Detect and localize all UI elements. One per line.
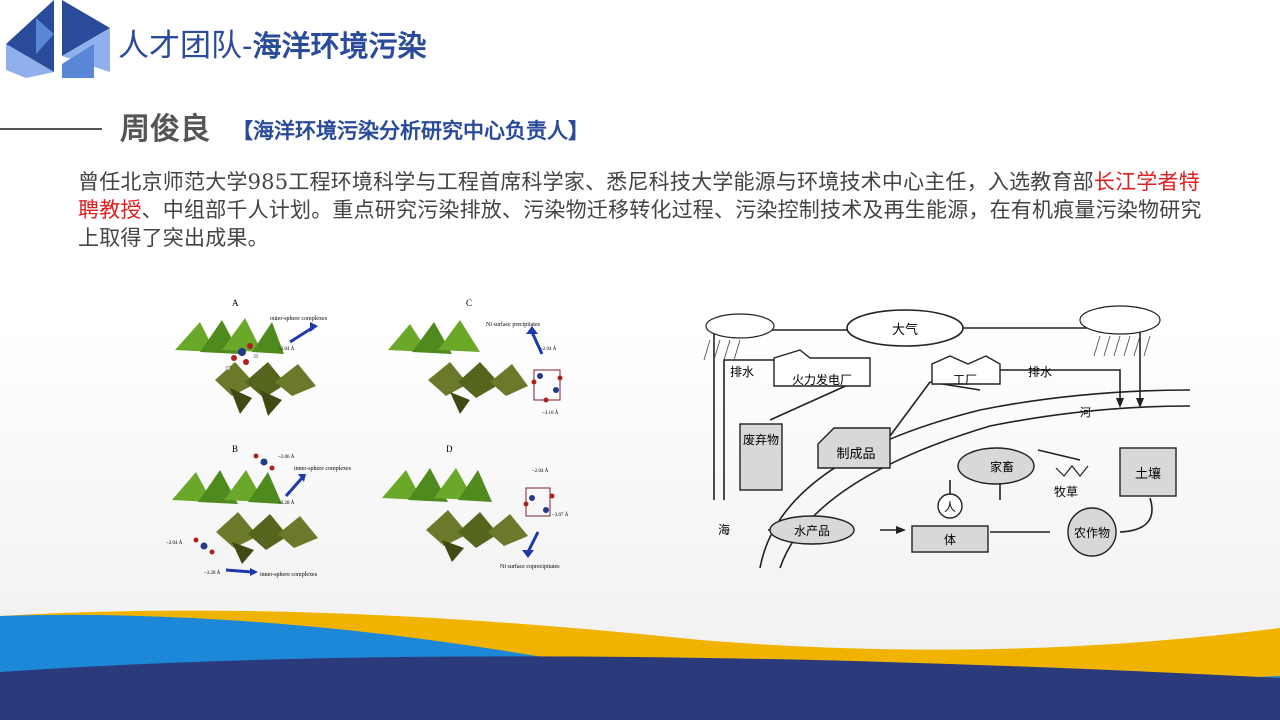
crops-label: 农作物 <box>1074 526 1110 540</box>
pollution-cycle-diagram: 大气 火力发电厂 工厂 排水 排水 河 废弃物 制成品 家畜 牧草 土壤 人 体… <box>703 305 1191 569</box>
soil-node <box>1119 447 1177 497</box>
distance-label: ~3.07 Å <box>552 512 569 518</box>
panel-b-label: B <box>232 444 238 454</box>
person-bio: 曾任北京师范大学985工程环境科学与工程首席科学家、悉尼科技大学能源与环境技术中… <box>78 168 1218 252</box>
bio-text-1: 曾任北京师范大学985工程环境科学与工程首席科学家、悉尼科技大学能源与环境技术中… <box>78 170 1094 194</box>
crops-node <box>1067 507 1117 557</box>
title-prefix: 人才团队- <box>118 28 253 64</box>
pasture-label: 牧草 <box>1054 485 1078 499</box>
human-head <box>937 493 963 519</box>
inner-sphere-label-top: inner-sphere complexes <box>294 466 352 472</box>
molecular-complex-figure: A outer-sphere complexes ~2.04 Å C <box>166 298 569 578</box>
panel-c-structure <box>388 320 563 414</box>
drain-right-label: 排水 <box>1028 365 1052 379</box>
panel-a-label: A <box>232 298 239 308</box>
atmosphere-label: 大气 <box>892 322 918 338</box>
livestock-node <box>957 447 1035 485</box>
inner-sphere-label-bottom: inner-sphere complexes <box>260 572 318 578</box>
atmosphere-node <box>846 309 964 347</box>
aquatic-node <box>769 515 855 545</box>
livestock-label: 家畜 <box>990 459 1014 474</box>
river-label: 河 <box>1080 406 1091 419</box>
distance-label: ~3.28 Å <box>278 500 295 506</box>
panel-c-label: C <box>466 298 472 308</box>
bottom-decoration <box>0 610 1280 720</box>
products-label: 制成品 <box>836 447 875 462</box>
waste-label: 废弃物 <box>743 432 779 447</box>
power-plant-label: 火力发电厂 <box>792 372 852 387</box>
divider-line <box>0 128 102 130</box>
panel-d-label: D <box>446 444 453 454</box>
factory-label: 工厂 <box>953 373 977 387</box>
human-body <box>911 525 989 553</box>
distance-label: ~3.10 Å <box>542 410 559 416</box>
person-name: 周俊良 <box>120 112 210 147</box>
panel-d-structure <box>382 468 555 562</box>
ni-coprecipitates-label: Ni surface coprecipitates <box>500 563 560 570</box>
distance-label: ~3.28 Å <box>204 570 221 576</box>
title-main: 海洋环境污染 <box>252 29 427 63</box>
drain-left-label: 排水 <box>730 365 754 379</box>
distance-label: ~2.06 Å <box>278 454 295 460</box>
logo-icon <box>6 0 110 78</box>
waste-node <box>739 423 783 491</box>
person-role: 【海洋环境污染分析研究中心负责人】 <box>232 119 589 143</box>
distance-label: ~2.04 Å <box>532 468 549 474</box>
distance-label: ~2.04 Å <box>278 346 295 352</box>
sea-label: 海 <box>718 522 730 537</box>
soil-label: 土壤 <box>1135 466 1161 482</box>
human-top-label: 人 <box>944 500 956 514</box>
bio-text-2: 、中组部千人计划。重点研究污染排放、污染物迁移转化过程、污染控制技术及再生能源，… <box>78 198 1202 250</box>
distance-label: ~2.04 Å <box>166 540 183 546</box>
outer-sphere-label: outer-sphere complexes <box>270 316 328 322</box>
panel-a-structure <box>175 318 318 416</box>
human-bottom-label: 体 <box>944 533 956 547</box>
aquatic-label: 水产品 <box>794 524 830 538</box>
bio-highlight: 长江学者特聘教授 <box>78 170 1200 222</box>
panel-b-structure <box>172 453 318 576</box>
distance-label: ~2.04 Å <box>540 346 557 352</box>
ni-surface-precipitates-label: Ni surface precipitates <box>486 321 541 328</box>
page-title: 人才团队-海洋环境污染 <box>118 24 427 68</box>
